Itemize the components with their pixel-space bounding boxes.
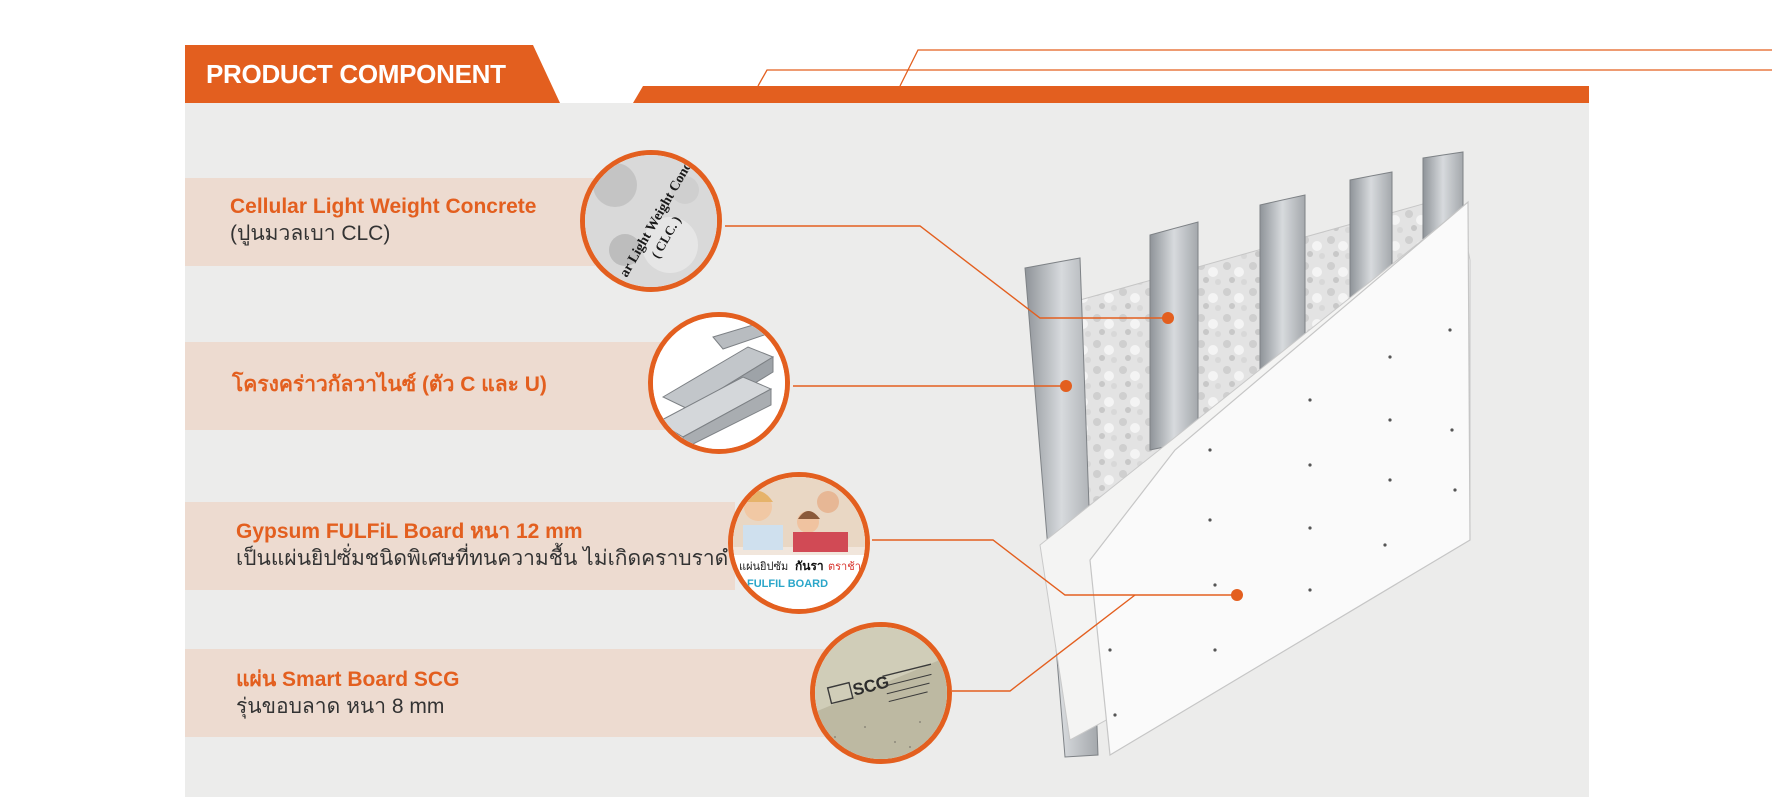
smartboard-thumbnail: SCG (810, 622, 952, 764)
component-subtitle: (ปูนมวลเบา CLC) (230, 222, 391, 245)
gypsum-thumbnail-brand: FULFIL BOARD (747, 578, 828, 590)
component-band-2 (185, 342, 665, 430)
component-title: แผ่น Smart Board SCG (236, 668, 460, 691)
clc-thumbnail: ar Light Weight Conc ( CLC. ) (580, 150, 722, 292)
header-decoration-lines (757, 49, 1772, 87)
gypsum-thumbnail-text: แผ่นยิปซัม (739, 561, 788, 573)
component-subtitle: รุ่นขอบลาด หนา 8 mm (236, 695, 445, 718)
header-bar (633, 86, 1589, 103)
smart-board (1089, 200, 1471, 756)
component-band-3 (185, 502, 735, 590)
gypsum-thumbnail-text-red: ตราช้าง (828, 561, 865, 573)
component-label-gypsum: Gypsum FULFiL Board หนา 12 mm เป็นแผ่นยิ… (236, 519, 740, 572)
component-title: โครงคร่าวกัลวาไนซ์ (ตัว C และ U) (232, 373, 547, 396)
smart-board-icon: SCG (815, 627, 947, 759)
component-title: Gypsum FULFiL Board หนา 12 mm (236, 520, 583, 543)
screw-dots (1108, 328, 1457, 717)
leader-lines (725, 225, 1237, 692)
leader-dots (1060, 312, 1243, 601)
component-band-1 (185, 178, 595, 266)
component-label-smartboard: แผ่น Smart Board SCG รุ่นขอบลาด หนา 8 mm (236, 667, 459, 720)
header-tab: PRODUCT COMPONENT (185, 45, 560, 103)
component-title: Cellular Light Weight Concrete (230, 195, 537, 218)
gypsum-thumbnail: แผ่นยิปซัม กันรา ตราช้าง FULFIL BOARD (728, 472, 870, 614)
component-label-clc: Cellular Light Weight Concrete (ปูนมวลเบ… (230, 194, 536, 247)
component-subtitle: เป็นแผ่นยิปซั่มชนิดพิเศษที่ทนความชื้น ไม… (236, 547, 741, 570)
component-band-4 (185, 649, 825, 737)
gypsum-thumbnail-text-bold: กันรา (795, 559, 824, 573)
steel-frame-thumbnail (648, 312, 790, 454)
page-title: PRODUCT COMPONENT (206, 58, 506, 89)
steel-frame-icon (653, 317, 785, 449)
component-label-frame: โครงคร่าวกัลวาไนซ์ (ตัว C และ U) (232, 372, 547, 398)
family-photo-icon: แผ่นยิปซัม กันรา ตราช้าง FULFIL BOARD (733, 477, 865, 609)
